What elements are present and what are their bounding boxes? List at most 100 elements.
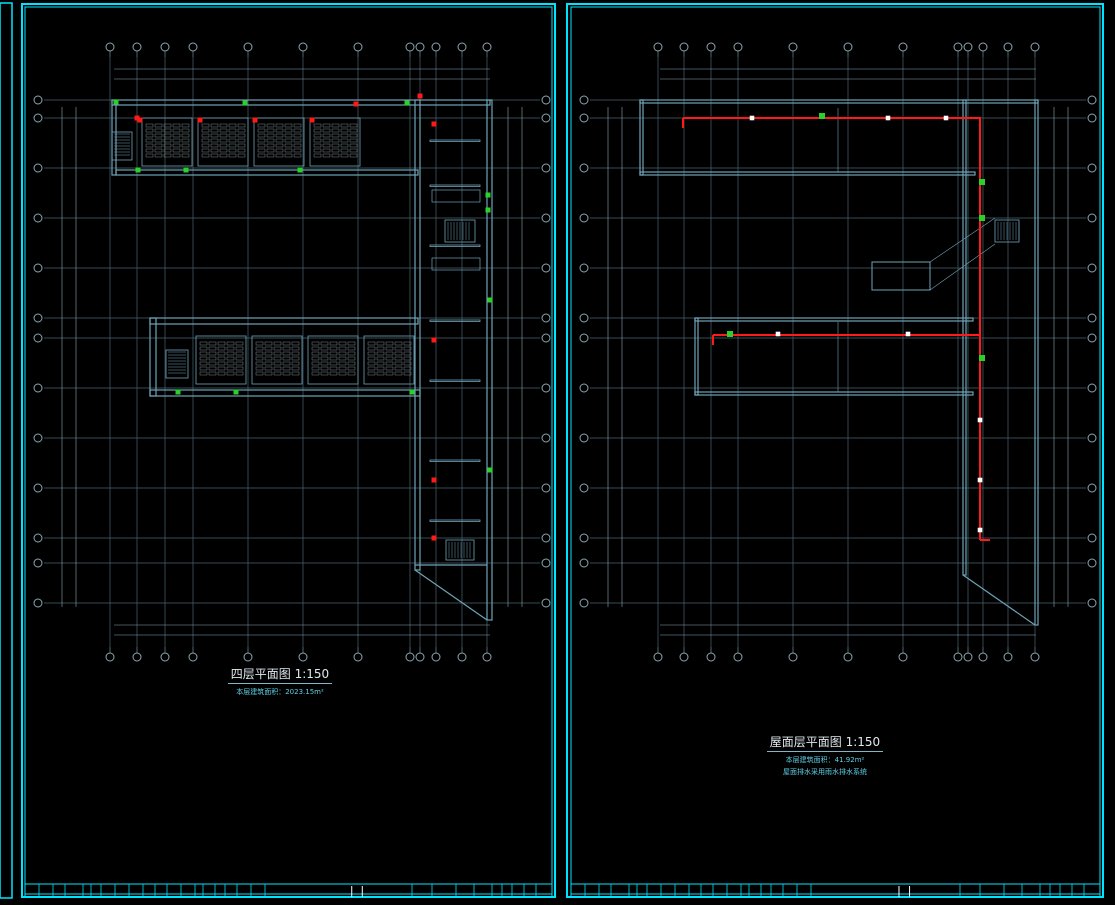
- desk: [172, 123, 181, 128]
- desk: [349, 148, 358, 153]
- desk: [322, 148, 331, 153]
- desk: [273, 371, 282, 376]
- desk: [320, 341, 329, 346]
- left-axis-bubble-top: [188, 42, 198, 52]
- right-roof-south-top: [694, 317, 974, 322]
- left-east-room-divider: [429, 459, 481, 462]
- desk: [217, 356, 226, 361]
- desk: [199, 341, 208, 346]
- desk: [235, 351, 244, 356]
- desk: [266, 138, 275, 143]
- desk: [257, 148, 266, 153]
- desk: [210, 128, 219, 133]
- desk: [219, 148, 228, 153]
- desk: [313, 153, 322, 158]
- right-drain-tag: [885, 115, 891, 121]
- sheet-left-area: 本层建筑面积：2023.15m²: [236, 688, 324, 696]
- desk: [237, 143, 246, 148]
- desk: [403, 361, 412, 366]
- right-axis-bubble-right: [1087, 163, 1097, 173]
- desk: [282, 366, 291, 371]
- left-classroom-north: [197, 117, 249, 167]
- desk: [367, 371, 376, 376]
- desk: [228, 153, 237, 158]
- desk: [257, 153, 266, 158]
- desk: [257, 143, 266, 148]
- desk: [226, 351, 235, 356]
- desk: [237, 153, 246, 158]
- desk: [266, 148, 275, 153]
- desk: [172, 128, 181, 133]
- left-stair-east-upper: [444, 219, 476, 243]
- sheet-right-title: 屋面层平面图 1:150: [766, 735, 884, 752]
- desk: [273, 361, 282, 366]
- desk: [273, 356, 282, 361]
- desk: [329, 371, 338, 376]
- left-axis-bubble-right: [541, 533, 551, 543]
- right-axis-bubble-left: [579, 533, 589, 543]
- right-axis-bubble-top: [733, 42, 743, 52]
- left-green-fixture-marker: [485, 207, 491, 213]
- desk: [219, 133, 228, 138]
- left-axis-bubble-right: [541, 333, 551, 343]
- desk: [154, 133, 163, 138]
- left-axis-bubble-left: [33, 213, 43, 223]
- desk: [311, 371, 320, 376]
- desk: [367, 366, 376, 371]
- desk: [394, 346, 403, 351]
- desk: [385, 366, 394, 371]
- desk: [255, 351, 264, 356]
- left-axis-bubble-top: [482, 42, 492, 52]
- right-axis-bubble-left: [579, 213, 589, 223]
- right-axis-bubble-left: [579, 113, 589, 123]
- desk: [226, 341, 235, 346]
- left-axis-bubble-left: [33, 483, 43, 493]
- desk: [322, 128, 331, 133]
- desk: [376, 371, 385, 376]
- left-green-fixture-marker: [409, 389, 415, 395]
- left-axis-bubble-bottom: [353, 652, 363, 662]
- right-roof-stair-house: [871, 261, 931, 291]
- left-red-drain-marker: [431, 535, 437, 541]
- left-axis-bubble-left: [33, 333, 43, 343]
- desk: [311, 341, 320, 346]
- desk: [385, 356, 394, 361]
- left-axis-bubble-right: [541, 313, 551, 323]
- desk: [394, 366, 403, 371]
- desk: [199, 356, 208, 361]
- right-roof-slant-edge: [962, 574, 1036, 626]
- desk: [217, 366, 226, 371]
- desk: [208, 371, 217, 376]
- right-axis-bubble-left: [579, 598, 589, 608]
- sheet-left-title: 四层平面图 1:150: [227, 667, 333, 684]
- right-drain-tag: [977, 527, 983, 533]
- left-axis-bubble-bottom: [415, 652, 425, 662]
- desk: [403, 371, 412, 376]
- desk: [282, 356, 291, 361]
- desk: [331, 133, 340, 138]
- left-green-fixture-marker: [487, 467, 493, 473]
- left-axis-bubble-right: [541, 383, 551, 393]
- left-south-wing-wall-west: [149, 317, 157, 397]
- desk: [199, 371, 208, 376]
- left-red-drain-marker: [309, 117, 315, 123]
- desk: [284, 123, 293, 128]
- desk: [237, 133, 246, 138]
- desk: [201, 133, 210, 138]
- desk: [284, 153, 293, 158]
- desk: [163, 143, 172, 148]
- desk: [275, 133, 284, 138]
- right-axis-bubble-bottom: [963, 652, 973, 662]
- desk: [210, 138, 219, 143]
- desk: [293, 128, 302, 133]
- desk: [291, 366, 300, 371]
- desk: [322, 143, 331, 148]
- desk: [228, 123, 237, 128]
- desk: [163, 123, 172, 128]
- left-title-block: [24, 883, 553, 898]
- left-axis-bubble-right: [541, 113, 551, 123]
- desk: [181, 138, 190, 143]
- right-roof-east-outer: [1034, 99, 1039, 626]
- left-axis-bubble-bottom: [160, 652, 170, 662]
- desk: [293, 148, 302, 153]
